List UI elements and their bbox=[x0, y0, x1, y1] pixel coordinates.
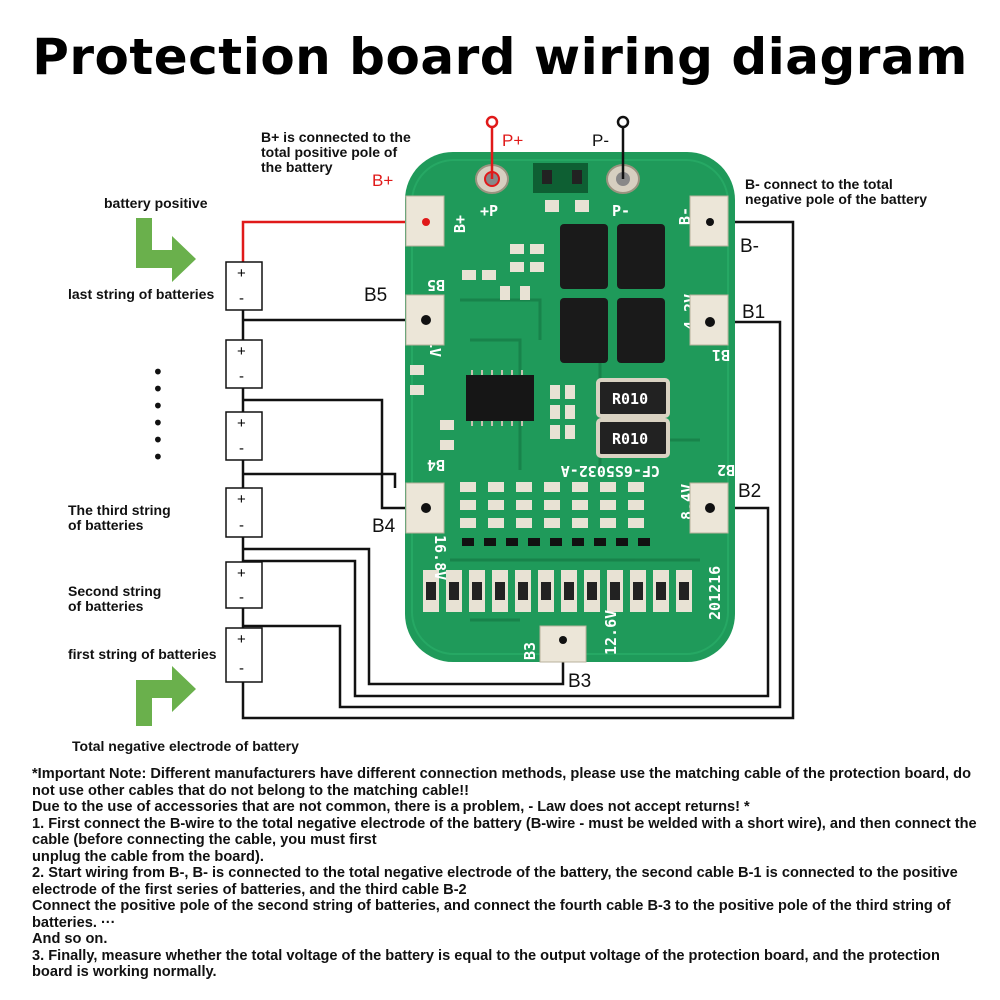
battery-cell-4: + - bbox=[225, 411, 263, 461]
silk-model: CF-6S5032-A bbox=[561, 462, 660, 480]
battery-cell-6: + - bbox=[225, 261, 263, 311]
note-step-2: 2. Start wiring from B-, B- is connected… bbox=[32, 865, 958, 898]
protection-ic bbox=[466, 375, 534, 421]
battery-cell-2: + - bbox=[225, 561, 263, 609]
battery-cells: + - + - + - + - + - + - bbox=[225, 261, 263, 683]
silk-b2: B2 bbox=[717, 461, 735, 479]
note-important: *Important Note: Different manufacturers… bbox=[32, 766, 971, 799]
svg-text:•: • bbox=[152, 360, 164, 384]
svg-text:+: + bbox=[237, 343, 246, 360]
wires bbox=[241, 220, 795, 720]
p-plus-label: P+ bbox=[502, 131, 523, 150]
wire-b3 bbox=[243, 547, 565, 686]
b-plus-note-3: the battery bbox=[261, 159, 333, 175]
svg-text:-: - bbox=[239, 660, 244, 677]
svg-text:•: • bbox=[152, 377, 164, 401]
balance-resistor-row bbox=[423, 570, 692, 612]
battery-positive-label: battery positive bbox=[104, 195, 208, 211]
total-negative-label: Total negative electrode of battery bbox=[72, 738, 299, 754]
pad-label-b-minus: B- bbox=[740, 236, 759, 257]
ellipsis-dots: • • • • • • bbox=[152, 360, 164, 469]
b-plus-red-label: B+ bbox=[372, 171, 393, 190]
b-minus-note-2: negative pole of the battery bbox=[745, 191, 927, 207]
pad-label-b4: B4 bbox=[372, 516, 396, 537]
pad-label-b2: B2 bbox=[738, 481, 761, 502]
silk-date: 201216 bbox=[706, 566, 724, 620]
sense-resistor-1 bbox=[596, 378, 670, 418]
svg-text:-: - bbox=[239, 368, 244, 385]
silk-16-8v: 16.8V bbox=[431, 535, 449, 580]
svg-text:-: - bbox=[239, 440, 244, 457]
battery-cell-3: + - bbox=[225, 487, 263, 538]
b-plus-note-1: B+ is connected to the bbox=[261, 129, 411, 145]
note-step-3: 3. Finally, measure whether the total vo… bbox=[32, 947, 940, 981]
note-returns: Due to the use of accessories that are n… bbox=[32, 799, 750, 815]
battery-cell-1: + - bbox=[225, 627, 263, 683]
svg-text:•: • bbox=[152, 445, 164, 469]
silk-res2: R010 bbox=[612, 430, 648, 448]
sense-resistor-2 bbox=[596, 418, 670, 458]
note-step-2-cont: Connect the positive pole of the second … bbox=[32, 898, 951, 931]
svg-text:-: - bbox=[239, 517, 244, 534]
svg-text:•: • bbox=[152, 411, 164, 435]
second-string-label-1: Second string bbox=[68, 583, 161, 599]
first-string-label: first string of batteries bbox=[68, 646, 217, 662]
silk-b5: B5 bbox=[427, 276, 445, 294]
svg-text:+: + bbox=[237, 565, 246, 582]
total-negative-arrow-icon bbox=[136, 666, 196, 726]
protection-board: +P P- B+ B- R010 R010 bbox=[405, 152, 735, 663]
instructions-notes: *Important Note: Different manufacturers… bbox=[32, 766, 982, 981]
solder-pads bbox=[405, 195, 729, 663]
silk-p-minus: P- bbox=[612, 202, 630, 220]
third-string-label-2: of batteries bbox=[68, 517, 144, 533]
battery-cell-5: + - bbox=[225, 339, 263, 389]
b-minus-note-1: B- connect to the total bbox=[745, 176, 893, 192]
wire-b2 bbox=[243, 506, 770, 698]
silk-b3: B3 bbox=[521, 642, 539, 660]
svg-text:+: + bbox=[237, 631, 246, 648]
wire-b4 bbox=[243, 398, 422, 510]
mosfet-4 bbox=[617, 298, 665, 363]
b-plus-note-2: total positive pole of bbox=[261, 144, 397, 160]
page-title: Protection board wiring diagram bbox=[32, 28, 968, 86]
third-string-label-1: The third string bbox=[68, 502, 171, 518]
note-step-1: 1. First connect the B-wire to the total… bbox=[32, 815, 977, 849]
pad-label-b1: B1 bbox=[742, 302, 765, 323]
svg-text:+: + bbox=[237, 491, 246, 508]
wire-b1 bbox=[243, 320, 782, 709]
battery-positive-arrow-icon bbox=[136, 218, 196, 282]
wire-link-3b bbox=[243, 472, 397, 488]
svg-text:•: • bbox=[152, 394, 164, 418]
p-plus-terminal: P+ bbox=[485, 115, 523, 179]
silk-b1: B1 bbox=[712, 346, 730, 364]
svg-text:-: - bbox=[239, 290, 244, 307]
wire-b-plus bbox=[241, 220, 420, 262]
silk-p-plus: +P bbox=[480, 202, 498, 220]
pad-b2 bbox=[689, 482, 729, 534]
pad-label-b3: B3 bbox=[568, 671, 591, 692]
silk-b-plus: B+ bbox=[451, 215, 469, 233]
second-string-label-2: of batteries bbox=[68, 598, 144, 614]
svg-text:•: • bbox=[152, 428, 164, 452]
mosfet-3 bbox=[560, 298, 608, 363]
mosfet-1 bbox=[560, 224, 608, 289]
mosfet-2 bbox=[617, 224, 665, 289]
wire-b-minus bbox=[241, 220, 795, 720]
last-string-label: last string of batteries bbox=[68, 286, 214, 302]
silk-res1: R010 bbox=[612, 390, 648, 408]
note-step-1-cont: unplug the cable from the board). bbox=[32, 848, 264, 865]
p-minus-terminal: P- bbox=[592, 115, 630, 179]
p-minus-label: P- bbox=[592, 131, 609, 150]
note-and-so-on: And so on. bbox=[32, 931, 108, 947]
svg-text:+: + bbox=[237, 415, 246, 432]
silk-b4: B4 bbox=[427, 456, 445, 474]
pad-label-b5: B5 bbox=[364, 285, 387, 306]
svg-text:-: - bbox=[239, 589, 244, 606]
silk-12-6v: 12.6V bbox=[602, 610, 620, 655]
svg-text:+: + bbox=[237, 265, 246, 282]
